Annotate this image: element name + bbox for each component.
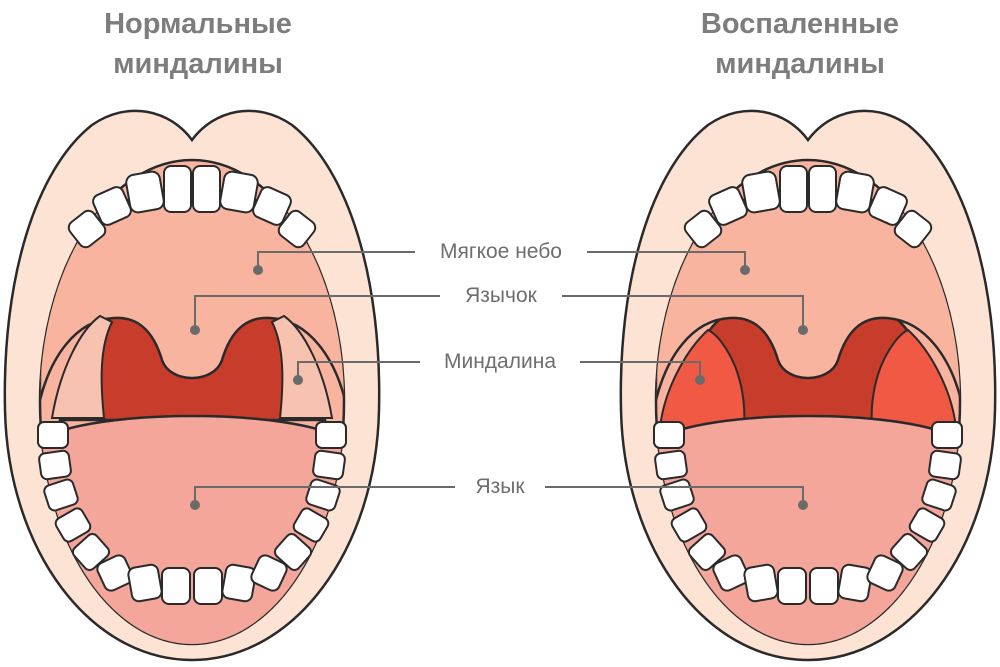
dot-tonsil-right: [695, 375, 705, 385]
leader-tonsil-right: [580, 361, 701, 380]
leader-lines: [194, 251, 804, 505]
leader-dots: [190, 265, 808, 510]
title-normal-tonsils: Нормальные миндалины: [18, 4, 378, 84]
dot-soft-palate-right: [740, 265, 750, 275]
title-inflamed-line1: Воспаленные: [700, 8, 900, 40]
title-inflamed-line2: миндалины: [715, 48, 885, 80]
tonsil-right-inflamed: [870, 328, 958, 429]
label-tongue: Язык: [475, 475, 525, 498]
mouth-inflamed: [619, 109, 997, 662]
uvula-inflamed: [656, 198, 960, 401]
title-inflamed-tonsils: Воспаленные миндалины: [620, 4, 980, 84]
dot-uvula-left: [190, 325, 200, 335]
title-normal-line2: миндалины: [113, 48, 283, 80]
upper-teeth-inflamed: [683, 165, 933, 249]
leader-uvula-right: [562, 295, 804, 330]
leader-uvula-left: [194, 295, 440, 330]
dot-uvula-right: [798, 325, 808, 335]
leader-tongue-right: [545, 486, 804, 505]
leader-soft-palate-right: [587, 251, 746, 270]
upper-teeth-normal: [67, 165, 317, 249]
dot-tongue-left: [190, 500, 200, 510]
dot-soft-palate-left: [253, 265, 263, 275]
dot-tonsil-left: [293, 375, 303, 385]
dot-tongue-right: [798, 500, 808, 510]
leader-tongue-left: [194, 486, 455, 505]
leader-tonsil-left: [297, 361, 420, 380]
tonsil-left-normal: [50, 314, 114, 419]
title-normal-line1: Нормальные: [104, 8, 292, 40]
label-tonsil: Миндалина: [443, 350, 556, 373]
lower-teeth-normal: [37, 421, 347, 605]
leader-soft-palate-left: [257, 251, 415, 270]
uvula-normal: [40, 198, 344, 401]
label-uvula: Язычок: [465, 284, 537, 307]
mouth-normal: [3, 109, 381, 662]
label-soft-palate: Мягкое небо: [440, 240, 562, 263]
tonsil-right-normal: [270, 314, 334, 419]
